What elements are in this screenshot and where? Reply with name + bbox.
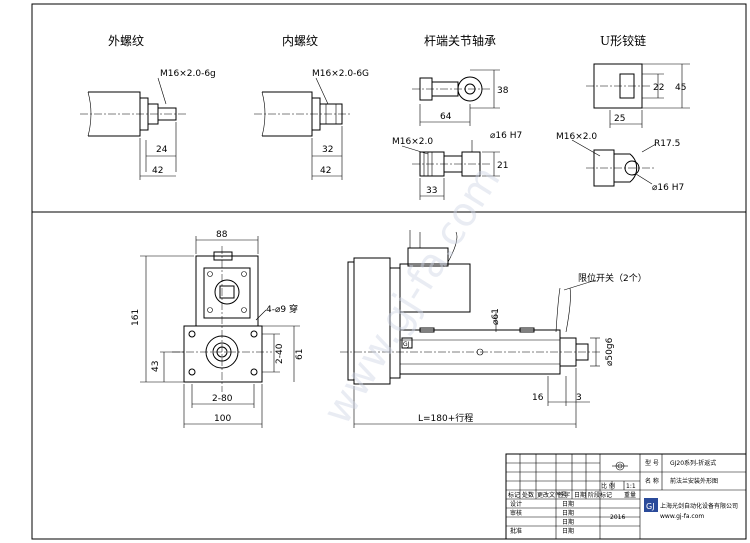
side-dim-16: 16 bbox=[532, 393, 544, 403]
clevis-dim-a: 22 bbox=[653, 83, 664, 93]
rod-end-dim-len: 64 bbox=[440, 112, 452, 122]
rod-dia-label: ⌀61 bbox=[491, 308, 501, 325]
clevis-radius: R17.5 bbox=[654, 139, 680, 149]
front-dim-width: 88 bbox=[216, 230, 228, 240]
internal-thread-title: 内螺纹 bbox=[282, 34, 318, 48]
tb-scale-value: 1:1 bbox=[626, 483, 636, 490]
tb-date-1: 日期 bbox=[562, 500, 574, 508]
internal-dim-a: 32 bbox=[322, 145, 333, 155]
tb-scale-label: 比 例 bbox=[601, 482, 615, 490]
side-total-length: L=180+行程 bbox=[418, 412, 473, 424]
front-dim-height: 161 bbox=[131, 309, 141, 326]
tb-col-0: 标记 bbox=[508, 491, 520, 499]
clevis-dim-b: 45 bbox=[675, 83, 686, 93]
tb-col-3: 签字 bbox=[558, 491, 570, 499]
clevis-title: U形铰链 bbox=[600, 33, 646, 48]
tb-col-2: 更改文件号 bbox=[537, 491, 567, 499]
front-dim-spacing-v: 2-40 bbox=[275, 343, 285, 364]
tb-col-5: 阶段标记 bbox=[588, 491, 612, 499]
rod-end-title: 杆端关节轴承 bbox=[424, 33, 496, 48]
side-dim-3: 3 bbox=[576, 393, 582, 403]
tb-date-3: 日期 bbox=[562, 518, 574, 526]
tb-date-4: 日期 bbox=[562, 527, 574, 535]
rod-end-dim-h: 38 bbox=[497, 86, 509, 96]
tb-name-value: 前法兰安装外形图 bbox=[670, 477, 718, 485]
rod-end-thread: M16×2.0 bbox=[392, 137, 433, 147]
shaft-dia-label: ⌀50g6 bbox=[605, 337, 615, 366]
internal-thread-spec: M16×2.0-6G bbox=[312, 69, 369, 79]
side-logo: GJ bbox=[403, 341, 410, 348]
side-view: GJ 限位开关（2个） ⌀61 ⌀50g6 16 3 L=180+行程 bbox=[340, 230, 647, 428]
tb-row-review: 审核 bbox=[510, 509, 522, 517]
tb-model-value: GJ20系列-折返式 bbox=[670, 459, 716, 467]
front-dim-base-w: 100 bbox=[214, 414, 231, 424]
front-dim-offset: 43 bbox=[151, 361, 161, 372]
tb-year: 2016 bbox=[610, 514, 625, 521]
internal-thread-view: 内螺纹 M16×2.0-6G 32 42 bbox=[254, 34, 369, 180]
clevis-dim-c: 25 bbox=[614, 114, 625, 124]
rod-end-dim-w: 21 bbox=[497, 161, 508, 171]
clevis-hole: ⌀16 H7 bbox=[652, 183, 684, 193]
front-view: 88 161 43 4-⌀9 穿 2-40 61 2-80 100 bbox=[131, 230, 305, 428]
tb-date-2: 日期 bbox=[562, 509, 574, 517]
tb-row-design: 设计 bbox=[510, 500, 522, 508]
rod-end-hole: ⌀16 H7 bbox=[490, 131, 522, 141]
tb-name-label: 名 称 bbox=[645, 477, 659, 485]
limit-switch-label: 限位开关（2个） bbox=[578, 272, 647, 284]
company-logo-text: GJ bbox=[646, 502, 655, 511]
watermark: www.gj-fa.com bbox=[314, 158, 509, 432]
tb-row-approve: 批准 bbox=[510, 527, 522, 535]
front-holes-note: 4-⌀9 穿 bbox=[266, 303, 298, 315]
clevis-thread: M16×2.0 bbox=[556, 132, 597, 142]
tb-col-4: 日期 bbox=[574, 491, 586, 499]
external-dim-b: 42 bbox=[152, 166, 163, 176]
company-logo bbox=[644, 498, 658, 512]
external-thread-view: 外螺纹 M16×2.0-6g 24 42 bbox=[80, 34, 216, 180]
front-dim-spacing-h: 2-80 bbox=[212, 394, 233, 404]
tb-col-6: 重量 bbox=[624, 491, 636, 499]
clevis-view: U形铰链 22 45 25 M16×2.0 R17.5 ⌀16 H7 bbox=[556, 33, 690, 193]
tb-company: 上海光剑自动化设备有限公司 bbox=[660, 502, 738, 510]
outer-border bbox=[31, 3, 747, 540]
tb-model-label: 型 号 bbox=[645, 459, 659, 467]
rod-end-dim-l2: 33 bbox=[426, 186, 437, 196]
rod-end-view: 杆端关节轴承 38 64 M16×2.0 ⌀16 H7 21 33 bbox=[392, 33, 522, 200]
front-dim-base-h: 61 bbox=[295, 349, 305, 360]
tb-col-1: 处数 bbox=[522, 491, 534, 499]
title-block: 型 号 GJ20系列-折返式 名 称 前法兰安装外形图 比 例 1:1 标记 处… bbox=[505, 453, 747, 540]
external-thread-title: 外螺纹 bbox=[108, 34, 144, 48]
external-thread-spec: M16×2.0-6g bbox=[160, 69, 216, 79]
tb-website: www.gj-fa.com bbox=[660, 513, 704, 520]
internal-dim-b: 42 bbox=[320, 166, 331, 176]
external-dim-a: 24 bbox=[156, 145, 168, 155]
